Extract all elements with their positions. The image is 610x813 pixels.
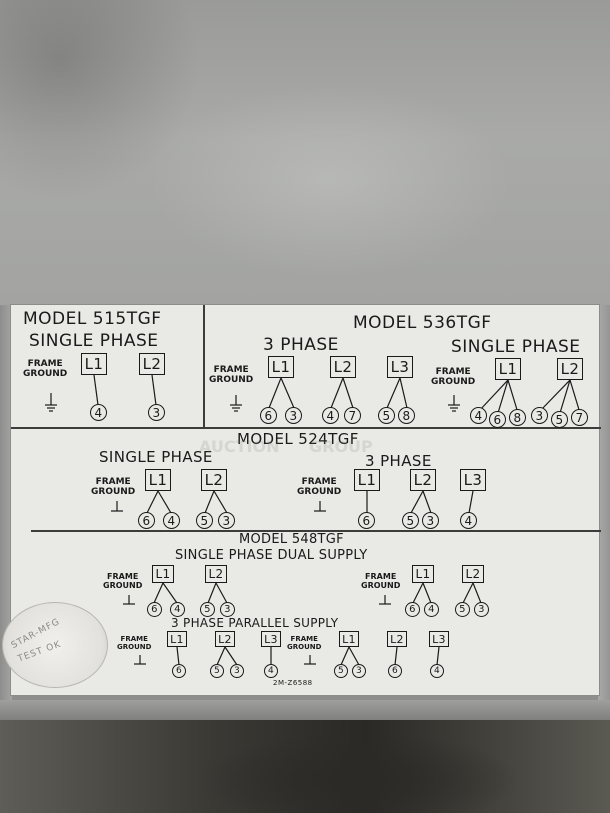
model-515-subtitle: SINGLE PHASE xyxy=(29,331,159,351)
model-515-wire: 3 xyxy=(148,404,165,421)
model-536-single-terminal-l2: L2 xyxy=(557,358,583,380)
model-548-dual-right-wire: 6 xyxy=(405,602,420,617)
floor-background xyxy=(0,720,610,813)
model-524-title: MODEL 524TGF xyxy=(237,430,359,448)
model-536-single-wire: 3 xyxy=(531,407,548,424)
model-548-dual-right-wire: 5 xyxy=(455,602,470,617)
metal-edge-left xyxy=(0,305,12,700)
model-548-dual-right-terminal-l1: L1 xyxy=(412,565,434,583)
model-536-3phase-terminal-l1: L1 xyxy=(268,356,294,378)
model-548-dual-right-wire: 4 xyxy=(424,602,439,617)
model-536-single-wire: 7 xyxy=(571,409,588,426)
model-548-parallel-subtitle: 3 PHASE PARALLEL SUPPLY xyxy=(171,616,339,630)
model-524-single-wire: 5 xyxy=(196,512,213,529)
model-536-3phase-wire: 3 xyxy=(285,407,302,424)
model-548-dual-left-wire: 3 xyxy=(220,602,235,617)
model-548-parallel-left-terminal-l3: L3 xyxy=(261,631,281,647)
model-536-3phase-wire: 7 xyxy=(344,407,361,424)
model-548-parallel-right-wire: 3 xyxy=(352,664,366,678)
model-524-3phase-wire: 3 xyxy=(422,512,439,529)
model-548-parallel-left-terminal-l2: L2 xyxy=(215,631,235,647)
divider-vertical xyxy=(203,305,205,427)
model-548-parallel-right-frame-ground: FRAME GROUND xyxy=(287,635,322,651)
watermark-line2: GROUP xyxy=(309,437,373,456)
model-548-dual-left-wire: 4 xyxy=(170,602,185,617)
model-524-single-terminal-l2: L2 xyxy=(201,469,227,491)
model-548-parallel-left-wire: 4 xyxy=(264,664,278,678)
model-524-3phase-terminal-l1: L1 xyxy=(354,469,380,491)
model-515-wire: 4 xyxy=(90,404,107,421)
model-536-3phase-wire: 4 xyxy=(322,407,339,424)
model-536-3phase-terminal-l3: L3 xyxy=(387,356,413,378)
model-536-single-subtitle: SINGLE PHASE xyxy=(451,337,581,357)
model-536-single-frame-ground: FRAME GROUND xyxy=(431,367,476,387)
model-524-3phase-subtitle: 3 PHASE xyxy=(365,452,432,470)
model-524-single-subtitle: SINGLE PHASE xyxy=(99,448,213,466)
model-524-3phase-wire: 6 xyxy=(358,512,375,529)
model-548-parallel-left-wire: 6 xyxy=(172,664,186,678)
model-548-dual-subtitle: SINGLE PHASE DUAL SUPPLY xyxy=(175,548,368,563)
model-524-3phase-frame-ground: FRAME GROUND xyxy=(297,477,342,497)
model-524-3phase-terminal-l2: L2 xyxy=(410,469,436,491)
model-515-frame-ground: FRAME GROUND xyxy=(23,359,68,379)
model-548-dual-left-wire: 5 xyxy=(200,602,215,617)
metal-edge-bottom xyxy=(0,700,610,720)
part-number: 2M-Z6588 xyxy=(273,679,313,687)
model-524-single-wire: 6 xyxy=(138,512,155,529)
model-524-3phase-wire: 4 xyxy=(460,512,477,529)
model-515-title: MODEL 515TGF xyxy=(23,309,162,329)
model-548-dual-left-frame-ground: FRAME GROUND xyxy=(103,572,143,590)
metal-edge-right xyxy=(598,305,610,700)
model-536-3phase-terminal-l2: L2 xyxy=(330,356,356,378)
model-548-parallel-right-terminal-l2: L2 xyxy=(387,631,407,647)
model-536-3phase-wire: 6 xyxy=(260,407,277,424)
model-536-3phase-wire: 5 xyxy=(378,407,395,424)
watermark-line1: AUCTION xyxy=(199,437,280,456)
model-548-dual-left-terminal-l2: L2 xyxy=(205,565,227,583)
model-548-parallel-left-wire: 5 xyxy=(210,664,224,678)
model-524-single-frame-ground: FRAME GROUND xyxy=(91,477,136,497)
model-548-dual-right-terminal-l2: L2 xyxy=(462,565,484,583)
model-536-title: MODEL 536TGF xyxy=(353,313,492,333)
wiring-label: MODEL 515TGF SINGLE PHASE FRAME GROUND L… xyxy=(10,304,601,696)
divider-row2 xyxy=(31,530,601,532)
model-524-single-wire: 3 xyxy=(218,512,235,529)
model-536-3phase-subtitle: 3 PHASE xyxy=(263,335,339,355)
model-536-single-wire: 8 xyxy=(509,409,526,426)
model-536-3phase-frame-ground: FRAME GROUND xyxy=(209,365,254,385)
model-548-dual-left-terminal-l1: L1 xyxy=(152,565,174,583)
divider-row1 xyxy=(11,427,601,429)
model-548-parallel-right-terminal-l1: L1 xyxy=(339,631,359,647)
model-548-parallel-left-wire: 3 xyxy=(230,664,244,678)
model-548-parallel-right-terminal-l3: L3 xyxy=(429,631,449,647)
model-515-terminal-l2: L2 xyxy=(139,353,165,375)
metal-panel xyxy=(0,0,610,305)
model-548-parallel-left-terminal-l1: L1 xyxy=(167,631,187,647)
model-536-single-terminal-l1: L1 xyxy=(495,358,521,380)
model-524-single-wire: 4 xyxy=(163,512,180,529)
model-548-dual-right-frame-ground: FRAME GROUND xyxy=(361,572,401,590)
inspection-sticker: STAR-MFG TEST OK xyxy=(2,602,108,688)
model-515-terminal-l1: L1 xyxy=(81,353,107,375)
model-524-3phase-terminal-l3: L3 xyxy=(460,469,486,491)
model-548-dual-left-wire: 6 xyxy=(147,602,162,617)
model-548-dual-right-wire: 3 xyxy=(474,602,489,617)
model-548-title: MODEL 548TGF xyxy=(239,532,344,547)
model-548-parallel-right-wire: 6 xyxy=(388,664,402,678)
model-524-3phase-wire: 5 xyxy=(402,512,419,529)
model-536-single-wire: 5 xyxy=(551,411,568,428)
model-548-parallel-right-wire: 5 xyxy=(334,664,348,678)
model-536-single-wire: 6 xyxy=(489,411,506,428)
model-536-single-wire: 4 xyxy=(470,407,487,424)
model-524-single-terminal-l1: L1 xyxy=(145,469,171,491)
model-536-3phase-wire: 8 xyxy=(398,407,415,424)
model-548-parallel-right-wire: 4 xyxy=(430,664,444,678)
model-548-parallel-left-frame-ground: FRAME GROUND xyxy=(117,635,152,651)
